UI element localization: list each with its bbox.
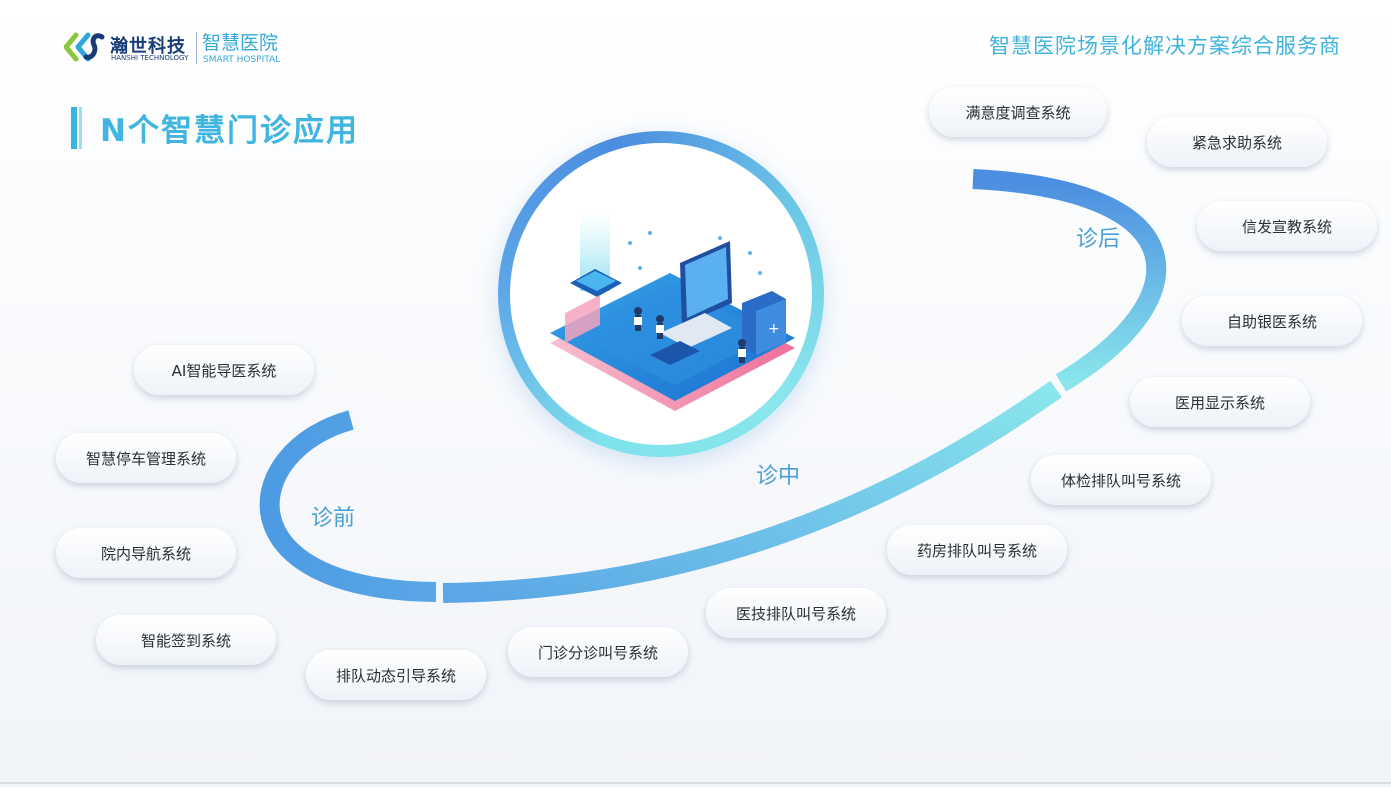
chevron-logo-icon [64, 32, 105, 62]
bottom-divider [0, 782, 1391, 784]
title-accent-bar [71, 107, 82, 149]
brand-name-english: HANSHI TECHNOLOGY [111, 54, 189, 62]
system-medical-display[interactable]: 医用显示系统 [1130, 377, 1310, 427]
system-dynamic-queue-guidance[interactable]: 排队动态引导系统 [306, 650, 486, 700]
arc-segment-post [972, 169, 1167, 392]
system-checkup-queue-call[interactable]: 体检排队叫号系统 [1031, 455, 1211, 505]
logo-divider [196, 32, 197, 64]
system-info-publishing[interactable]: 信发宣教系统 [1197, 201, 1377, 251]
isometric-hospital-illustration: + [550, 189, 795, 411]
system-satisfaction-survey[interactable]: 满意度调查系统 [929, 87, 1107, 137]
product-name: 智慧医院 [202, 32, 279, 54]
system-ai-guide[interactable]: AI智能导医系统 [134, 345, 314, 395]
system-outpatient-triage-call[interactable]: 门诊分诊叫号系统 [508, 627, 688, 677]
illustration-frame: + [510, 143, 812, 445]
brand-name: 瀚世科技 [110, 36, 186, 57]
page-title: N个智慧门诊应用 [100, 113, 359, 149]
company-logo: 瀚世科技 HANSHI TECHNOLOGY 智慧医院 SMART HOSPIT… [64, 28, 294, 68]
system-medical-tech-queue-call[interactable]: 医技排队叫号系统 [706, 588, 886, 638]
stage-label-mid: 诊中 [755, 464, 801, 489]
system-self-service-banking[interactable]: 自助银医系统 [1182, 296, 1362, 346]
system-smart-parking[interactable]: 智慧停车管理系统 [56, 433, 236, 483]
system-emergency-help[interactable]: 紧急求助系统 [1147, 117, 1327, 167]
stage-label-pre: 诊前 [310, 506, 356, 531]
svg-text:+: + [768, 321, 780, 337]
slogan: 智慧医院场景化解决方案综合服务商 [989, 34, 1341, 58]
product-name-english: SMART HOSPITAL [203, 55, 281, 65]
arc-segment-pre [259, 410, 437, 602]
system-smart-check-in[interactable]: 智能签到系统 [96, 615, 276, 665]
system-indoor-navigation[interactable]: 院内导航系统 [56, 528, 236, 578]
arc-segment-mid [442, 380, 1062, 603]
system-pharmacy-queue-call[interactable]: 药房排队叫号系统 [887, 525, 1067, 575]
stage-label-post: 诊后 [1075, 227, 1121, 252]
center-ring: + [498, 131, 824, 457]
